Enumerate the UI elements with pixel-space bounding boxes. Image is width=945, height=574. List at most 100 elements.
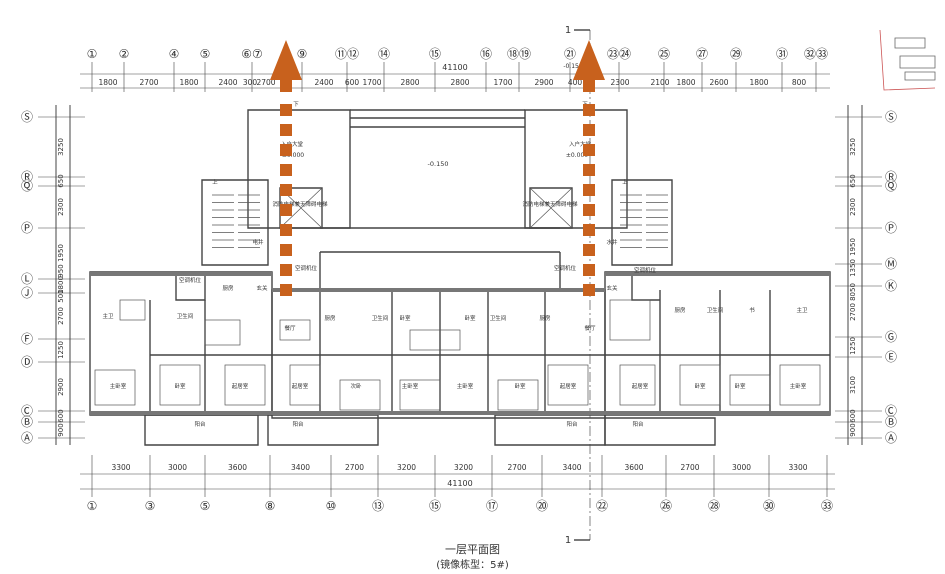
bottom-dimension: 3300 xyxy=(788,463,807,472)
wall-segment xyxy=(604,417,716,446)
top-dimension: 300 xyxy=(243,78,258,87)
top-dimension: 2100 xyxy=(650,78,669,87)
drawing-title: 一层平面图 xyxy=(445,543,500,556)
top-dimension: 2800 xyxy=(400,78,419,87)
top-dimension: 800 xyxy=(792,78,807,87)
room-label: 阳台 xyxy=(194,420,206,428)
bottom-dimension: 2700 xyxy=(680,463,699,472)
bottom-dimension: 3000 xyxy=(168,463,187,472)
furniture-piece xyxy=(339,379,381,411)
top-axis-label: ⑥⑦ xyxy=(241,47,263,61)
right-axis-label: Ⓐ xyxy=(885,431,897,445)
bottom-dimension: 3400 xyxy=(291,463,310,472)
right-axis-label: Ⓟ xyxy=(885,221,897,235)
room-label: 卫生间 xyxy=(707,306,724,314)
right-dimension: 8050 xyxy=(849,283,857,301)
room-label: 餐厅 xyxy=(584,324,596,332)
arrow-dash xyxy=(583,224,595,236)
furniture-piece xyxy=(159,364,201,406)
site-outline xyxy=(879,29,936,91)
left-axis-label: Ⓓ xyxy=(21,355,33,369)
arrow-dash xyxy=(583,80,595,92)
top-dimension: 400 xyxy=(568,78,583,87)
bottom-axis-label: ① xyxy=(87,499,98,513)
arrow-dash xyxy=(280,104,292,116)
right-axis-label: Ⓢ xyxy=(885,110,897,124)
bottom-axis-label: ㉝ xyxy=(821,499,833,513)
room-label: 厨房 xyxy=(324,314,336,322)
right-dimension: 1350 xyxy=(849,259,857,277)
bottom-axis-label: ⑧ xyxy=(265,499,276,513)
bottom-axis-label: ⑬ xyxy=(372,499,384,513)
right-axis-label: Ⓠ xyxy=(885,179,897,193)
arrow-dash xyxy=(583,204,595,216)
top-dimension: 2700 xyxy=(256,78,275,87)
left-axis-label: Ⓙ xyxy=(21,286,33,300)
top-dimension: 1800 xyxy=(179,78,198,87)
top-axis-label: ⑨ xyxy=(297,47,308,61)
top-dimension: 2800 xyxy=(450,78,469,87)
right-axis-label: Ⓚ xyxy=(885,279,897,293)
right-dimension: 900 xyxy=(849,423,857,436)
furniture-piece xyxy=(279,319,311,341)
wall-fill xyxy=(605,272,830,276)
furniture-piece xyxy=(619,364,656,406)
right-axis-label: Ⓒ xyxy=(885,404,897,418)
bottom-dimension: 3600 xyxy=(624,463,643,472)
room-label: 餐厅 xyxy=(284,324,296,332)
arrow-dash xyxy=(583,144,595,156)
bottom-axis-label: ㉚ xyxy=(763,499,775,513)
room-label: 入户大堂 xyxy=(281,140,304,148)
right-dimension: 650 xyxy=(849,174,857,187)
arrow-head xyxy=(270,40,302,80)
arrow-dash xyxy=(280,264,292,276)
bottom-axis-label: ③ xyxy=(145,499,156,513)
left-dimension: 3250 xyxy=(57,138,65,156)
arrow-dash xyxy=(280,124,292,136)
left-axis-label: Ⓠ xyxy=(21,179,33,193)
left-dimension: 950 xyxy=(57,264,65,277)
wall-fill xyxy=(90,272,272,276)
room-label: 卧室 xyxy=(174,382,186,390)
arrow-dash xyxy=(280,244,292,256)
furniture-piece xyxy=(729,374,771,406)
bottom-dimension: 2700 xyxy=(345,463,364,472)
left-dimension: 900 xyxy=(57,423,65,436)
bottom-axis-label: ⑳ xyxy=(536,499,548,513)
top-axis-label: ㉓㉔ xyxy=(607,47,631,61)
top-axis-label: ㉗ xyxy=(696,47,708,61)
room-label: 玄关 xyxy=(256,284,268,292)
room-label: 卧室 xyxy=(514,382,526,390)
bottom-dimension: 3200 xyxy=(397,463,416,472)
left-dimension: 1250 xyxy=(57,341,65,359)
bottom-dimension: 2700 xyxy=(507,463,526,472)
right-axis-label: Ⓜ xyxy=(885,257,897,271)
wall-segment xyxy=(271,289,606,419)
arrow-dash xyxy=(583,124,595,136)
top-dimension: 1700 xyxy=(493,78,512,87)
site-thumbnail xyxy=(879,29,936,91)
room-label: 入户大堂 xyxy=(569,140,592,148)
arrow-dash xyxy=(583,164,595,176)
left-dimension: 2700 xyxy=(57,307,65,325)
room-label: 主卧室 xyxy=(457,382,474,390)
right-axis-label: Ⓖ xyxy=(885,330,897,344)
left-dimension: 650 xyxy=(57,174,65,187)
arrow-dash xyxy=(280,144,292,156)
room-label: 电井 xyxy=(252,238,264,246)
furniture-piece xyxy=(409,329,461,351)
room-label: 卫生间 xyxy=(372,314,389,322)
room-label: 书 xyxy=(749,306,755,314)
left-dimension: 1800 xyxy=(57,276,65,294)
arrow-dash xyxy=(583,284,595,296)
top-axis-label: ② xyxy=(119,47,130,61)
room-label: 卫生间 xyxy=(177,312,194,320)
room-label: 上 xyxy=(622,178,628,186)
left-axis-label: Ⓛ xyxy=(21,272,33,286)
top-axis-label: ㉕ xyxy=(658,47,670,61)
wall-segment xyxy=(350,117,525,128)
right-dimension: 2300 xyxy=(849,198,857,216)
